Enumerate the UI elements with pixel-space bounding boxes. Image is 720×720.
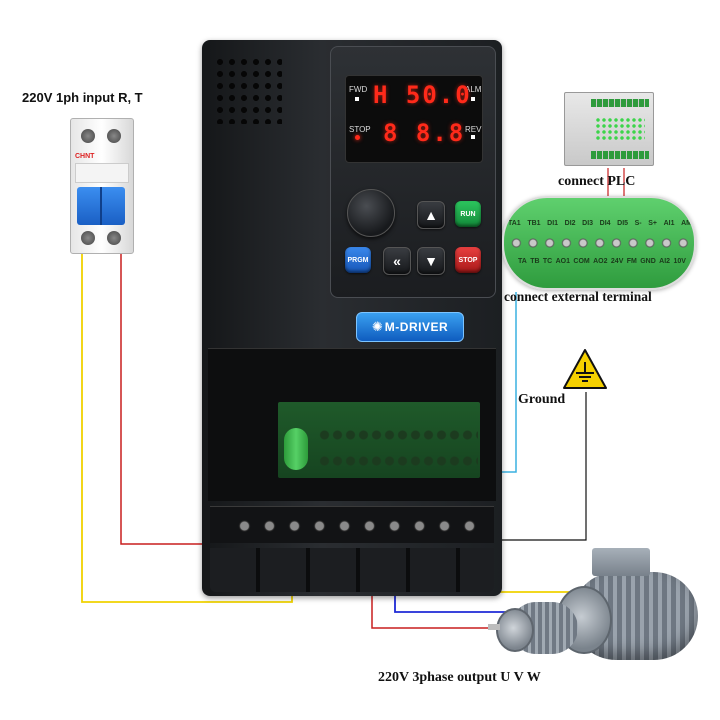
- terminal-label-bottom: AO2: [593, 258, 608, 265]
- fwd-indicator: [355, 97, 359, 101]
- rev-indicator: [471, 135, 475, 139]
- display-top-value: H 50.0: [373, 81, 472, 109]
- terminal-label-bottom: FM: [626, 258, 637, 265]
- breaker-screw-bottom-right: [107, 231, 121, 245]
- plc-module: [564, 92, 654, 166]
- up-button[interactable]: ▲: [417, 201, 445, 229]
- breaker-screw-top-left: [81, 129, 95, 143]
- display-bottom-value: 8 8.8: [383, 119, 466, 147]
- board-capacitor: [284, 428, 308, 470]
- alm-indicator: [471, 97, 475, 101]
- control-knob[interactable]: [347, 189, 395, 237]
- small-motor-end-cap: [496, 608, 534, 652]
- stop-button[interactable]: STOP: [455, 247, 481, 273]
- input-caption: 220V 1ph input R, T: [22, 90, 143, 105]
- breaker-toggle-divider: [100, 187, 102, 225]
- terminal-label-top: DI3: [582, 220, 594, 227]
- power-terminal-strip: [210, 506, 494, 543]
- external-terminal-caption: connect external terminal: [504, 289, 652, 304]
- bottom-grille: [210, 548, 494, 592]
- terminal-label-bottom: 24V: [610, 258, 624, 265]
- terminal-label-top: S+: [648, 220, 657, 227]
- ground-caption: Ground: [518, 392, 566, 407]
- prgm-button[interactable]: PRGM: [345, 247, 371, 273]
- rev-label: REV: [465, 125, 482, 134]
- terminal-label-bottom: AI2: [659, 258, 671, 265]
- plc-terminal-row-bottom: [591, 151, 649, 159]
- run-button[interactable]: RUN: [455, 201, 481, 227]
- power-screws: [232, 519, 482, 533]
- plc-status-leds: [595, 117, 645, 141]
- breaker-screw-bottom-left: [81, 231, 95, 245]
- keypad-panel: FWD ALM STOP REV H 50.0 8 8.8 ▲ RUN PRGM…: [330, 46, 496, 298]
- terminal-screw-row: [508, 234, 692, 252]
- stop-indicator: [355, 135, 360, 140]
- led-display: [345, 75, 483, 163]
- plc-caption: connect PLC: [558, 174, 636, 189]
- circuit-breaker: CHNT: [70, 118, 134, 254]
- brand-badge: ✺ M-DRIVER: [356, 312, 464, 342]
- down-button[interactable]: ▼: [417, 247, 445, 275]
- breaker-screw-top-right: [107, 129, 121, 143]
- terminal-label-bottom: TC: [542, 258, 553, 265]
- breaker-brand-logo: CHNT: [75, 153, 95, 160]
- ground-warning-icon: [563, 349, 607, 389]
- terminal-label-bottom: TA: [518, 258, 527, 265]
- small-motor-shaft: [488, 624, 500, 630]
- terminal-label-top: DI5: [617, 220, 629, 227]
- terminal-label-top: AI1: [663, 220, 675, 227]
- terminal-label-bottom: AO1: [555, 258, 571, 265]
- terminal-label-top: DI4: [599, 220, 611, 227]
- brand-name: M-DRIVER: [384, 320, 449, 334]
- motor-terminal-box: [592, 548, 650, 576]
- terminal-block: [318, 422, 478, 474]
- terminal-label-top: S-: [634, 220, 642, 227]
- output-caption: 220V 3phase output U V W: [378, 670, 541, 685]
- terminal-label-bottom: COM: [573, 258, 590, 265]
- external-terminal-closeup: TA1 TB1 DI1 DI2 DI3 DI4 DI5 S- S+ AI1 AM…: [502, 196, 696, 290]
- terminal-label-top: TB1: [527, 220, 541, 227]
- brand-logo-icon: ✺: [371, 319, 383, 334]
- plc-terminal-row-top: [591, 99, 649, 107]
- terminal-label-top: TA1: [508, 220, 521, 227]
- terminal-label-top: DI1: [547, 220, 559, 227]
- terminal-bottom-row: TA TB TC AO1 COM AO2 24V FM GND AI2 10V: [518, 258, 686, 265]
- vent-grid: [214, 56, 282, 124]
- terminal-label-top: DI2: [564, 220, 576, 227]
- terminal-label-bottom: TB: [530, 258, 540, 265]
- alm-label: ALM: [465, 85, 482, 94]
- terminal-label-bottom: 10V: [673, 258, 686, 265]
- terminal-label-bottom: GND: [640, 258, 656, 265]
- control-board: [278, 402, 480, 478]
- motor-small: [488, 588, 580, 662]
- fwd-label: FWD: [349, 85, 368, 94]
- stop-label: STOP: [349, 125, 371, 134]
- breaker-label-panel: [75, 163, 129, 183]
- shift-button[interactable]: «: [383, 247, 411, 275]
- terminal-top-row: TA1 TB1 DI1 DI2 DI3 DI4 DI5 S- S+ AI1 AM: [508, 220, 692, 227]
- terminal-label-top: AM: [681, 220, 692, 227]
